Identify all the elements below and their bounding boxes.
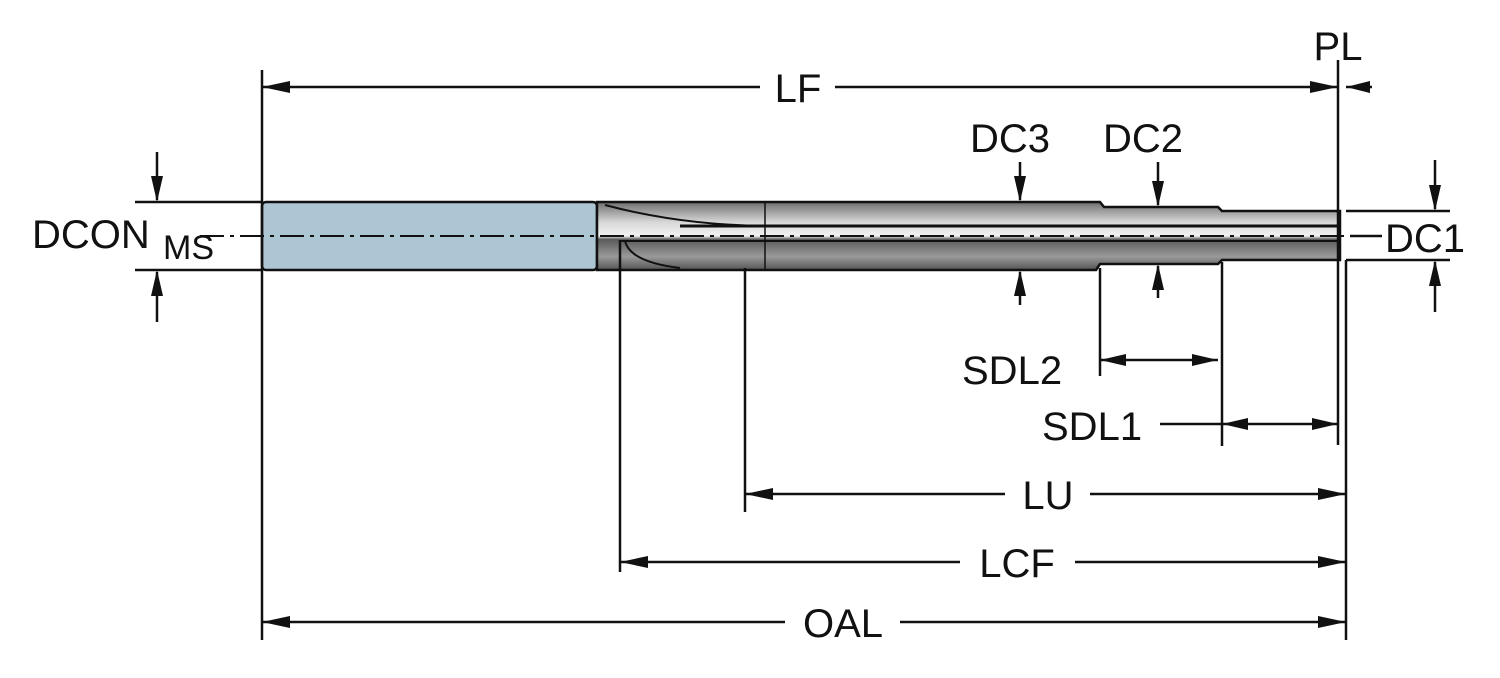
extension-lines	[135, 60, 1450, 640]
label-lcf: LCF	[979, 542, 1055, 586]
dimension-dc3: DC3	[970, 117, 1050, 305]
dimension-dc2: DC2	[1103, 117, 1183, 298]
label-sdl1: SDL1	[1042, 405, 1142, 449]
label-sdl2: SDL2	[962, 349, 1062, 393]
flute-curve	[624, 240, 681, 269]
label-lf: LF	[775, 67, 822, 111]
label-dcon: DCON	[32, 213, 150, 257]
tool-shape	[200, 200, 1380, 272]
dimension-dcon: DCON MS	[32, 152, 214, 322]
label-dcon-subscript: MS	[163, 229, 214, 267]
flute-curve	[604, 204, 766, 227]
dimension-lf: LF	[262, 67, 1338, 111]
dimension-pl: PL	[1314, 25, 1372, 93]
label-dc1: DC1	[1385, 217, 1465, 261]
label-lu: LU	[1022, 474, 1073, 518]
label-dc3: DC3	[970, 117, 1050, 161]
dimension-oal: OAL	[262, 602, 1346, 646]
dimension-dc1: DC1	[1350, 160, 1465, 312]
label-pl: PL	[1314, 25, 1363, 69]
label-dc2: DC2	[1103, 117, 1183, 161]
dimension-lu: LU	[745, 474, 1346, 518]
dimension-lcf: LCF	[620, 542, 1346, 586]
dimension-sdl2: SDL2	[962, 349, 1218, 393]
dimension-sdl1: SDL1	[1042, 405, 1338, 449]
label-oal: OAL	[803, 602, 883, 646]
